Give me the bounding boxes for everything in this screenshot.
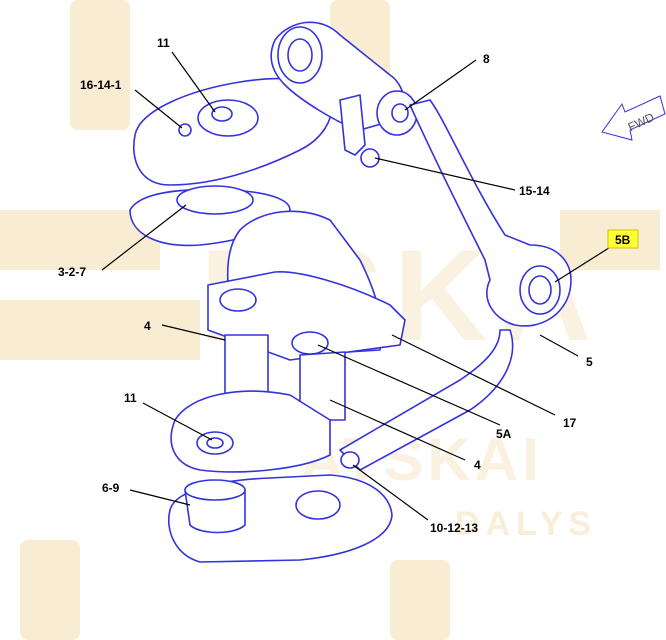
leader-11-mid <box>142 402 213 441</box>
leader-17 <box>391 334 556 416</box>
forward-arrow-icon: FWD <box>601 95 666 141</box>
leader-5a <box>317 344 501 426</box>
callout-11-top: 11 <box>157 36 170 50</box>
leader-6-9 <box>129 489 191 506</box>
callout-16-14-1: 16-14-1 <box>80 78 122 92</box>
callout-17: 17 <box>563 416 577 430</box>
leader-11-top <box>171 51 216 113</box>
leader-16-14-1 <box>134 89 183 129</box>
leader-lines <box>101 51 613 521</box>
leader-3-2-7 <box>101 204 187 271</box>
callout-11-mid: 11 <box>124 391 137 405</box>
callout-5a: 5A <box>496 427 512 441</box>
callout-8: 8 <box>483 52 490 66</box>
callouts: 11 16-14-1 8 15-14 3-2-7 5B 4 5 11 17 5A… <box>58 36 639 535</box>
callout-4-upper: 4 <box>144 319 151 333</box>
fwd-label: FWD <box>626 110 657 134</box>
lower-plate <box>168 474 393 563</box>
leader-8 <box>404 59 477 111</box>
callout-3-2-7: 3-2-7 <box>58 265 86 279</box>
callout-5b-highlight <box>607 229 639 249</box>
leader-5 <box>539 334 579 357</box>
callout-5b: 5B <box>615 233 631 247</box>
leader-15-14 <box>374 157 516 191</box>
callout-10-12-13: 10-12-13 <box>430 521 478 535</box>
upper-pin <box>270 21 418 168</box>
callout-5: 5 <box>586 355 593 369</box>
main-arm <box>339 99 572 471</box>
callout-4-lower: 4 <box>474 458 481 472</box>
leader-10-12-13 <box>352 464 429 521</box>
callout-15-14: 15-14 <box>519 184 550 198</box>
leader-4-lower <box>329 399 466 461</box>
callout-6-9: 6-9 <box>102 481 120 495</box>
center-frame <box>170 210 406 473</box>
leader-5b <box>554 245 613 283</box>
leader-4-upper <box>161 324 226 341</box>
watermark-line3: DALYS <box>455 505 597 543</box>
